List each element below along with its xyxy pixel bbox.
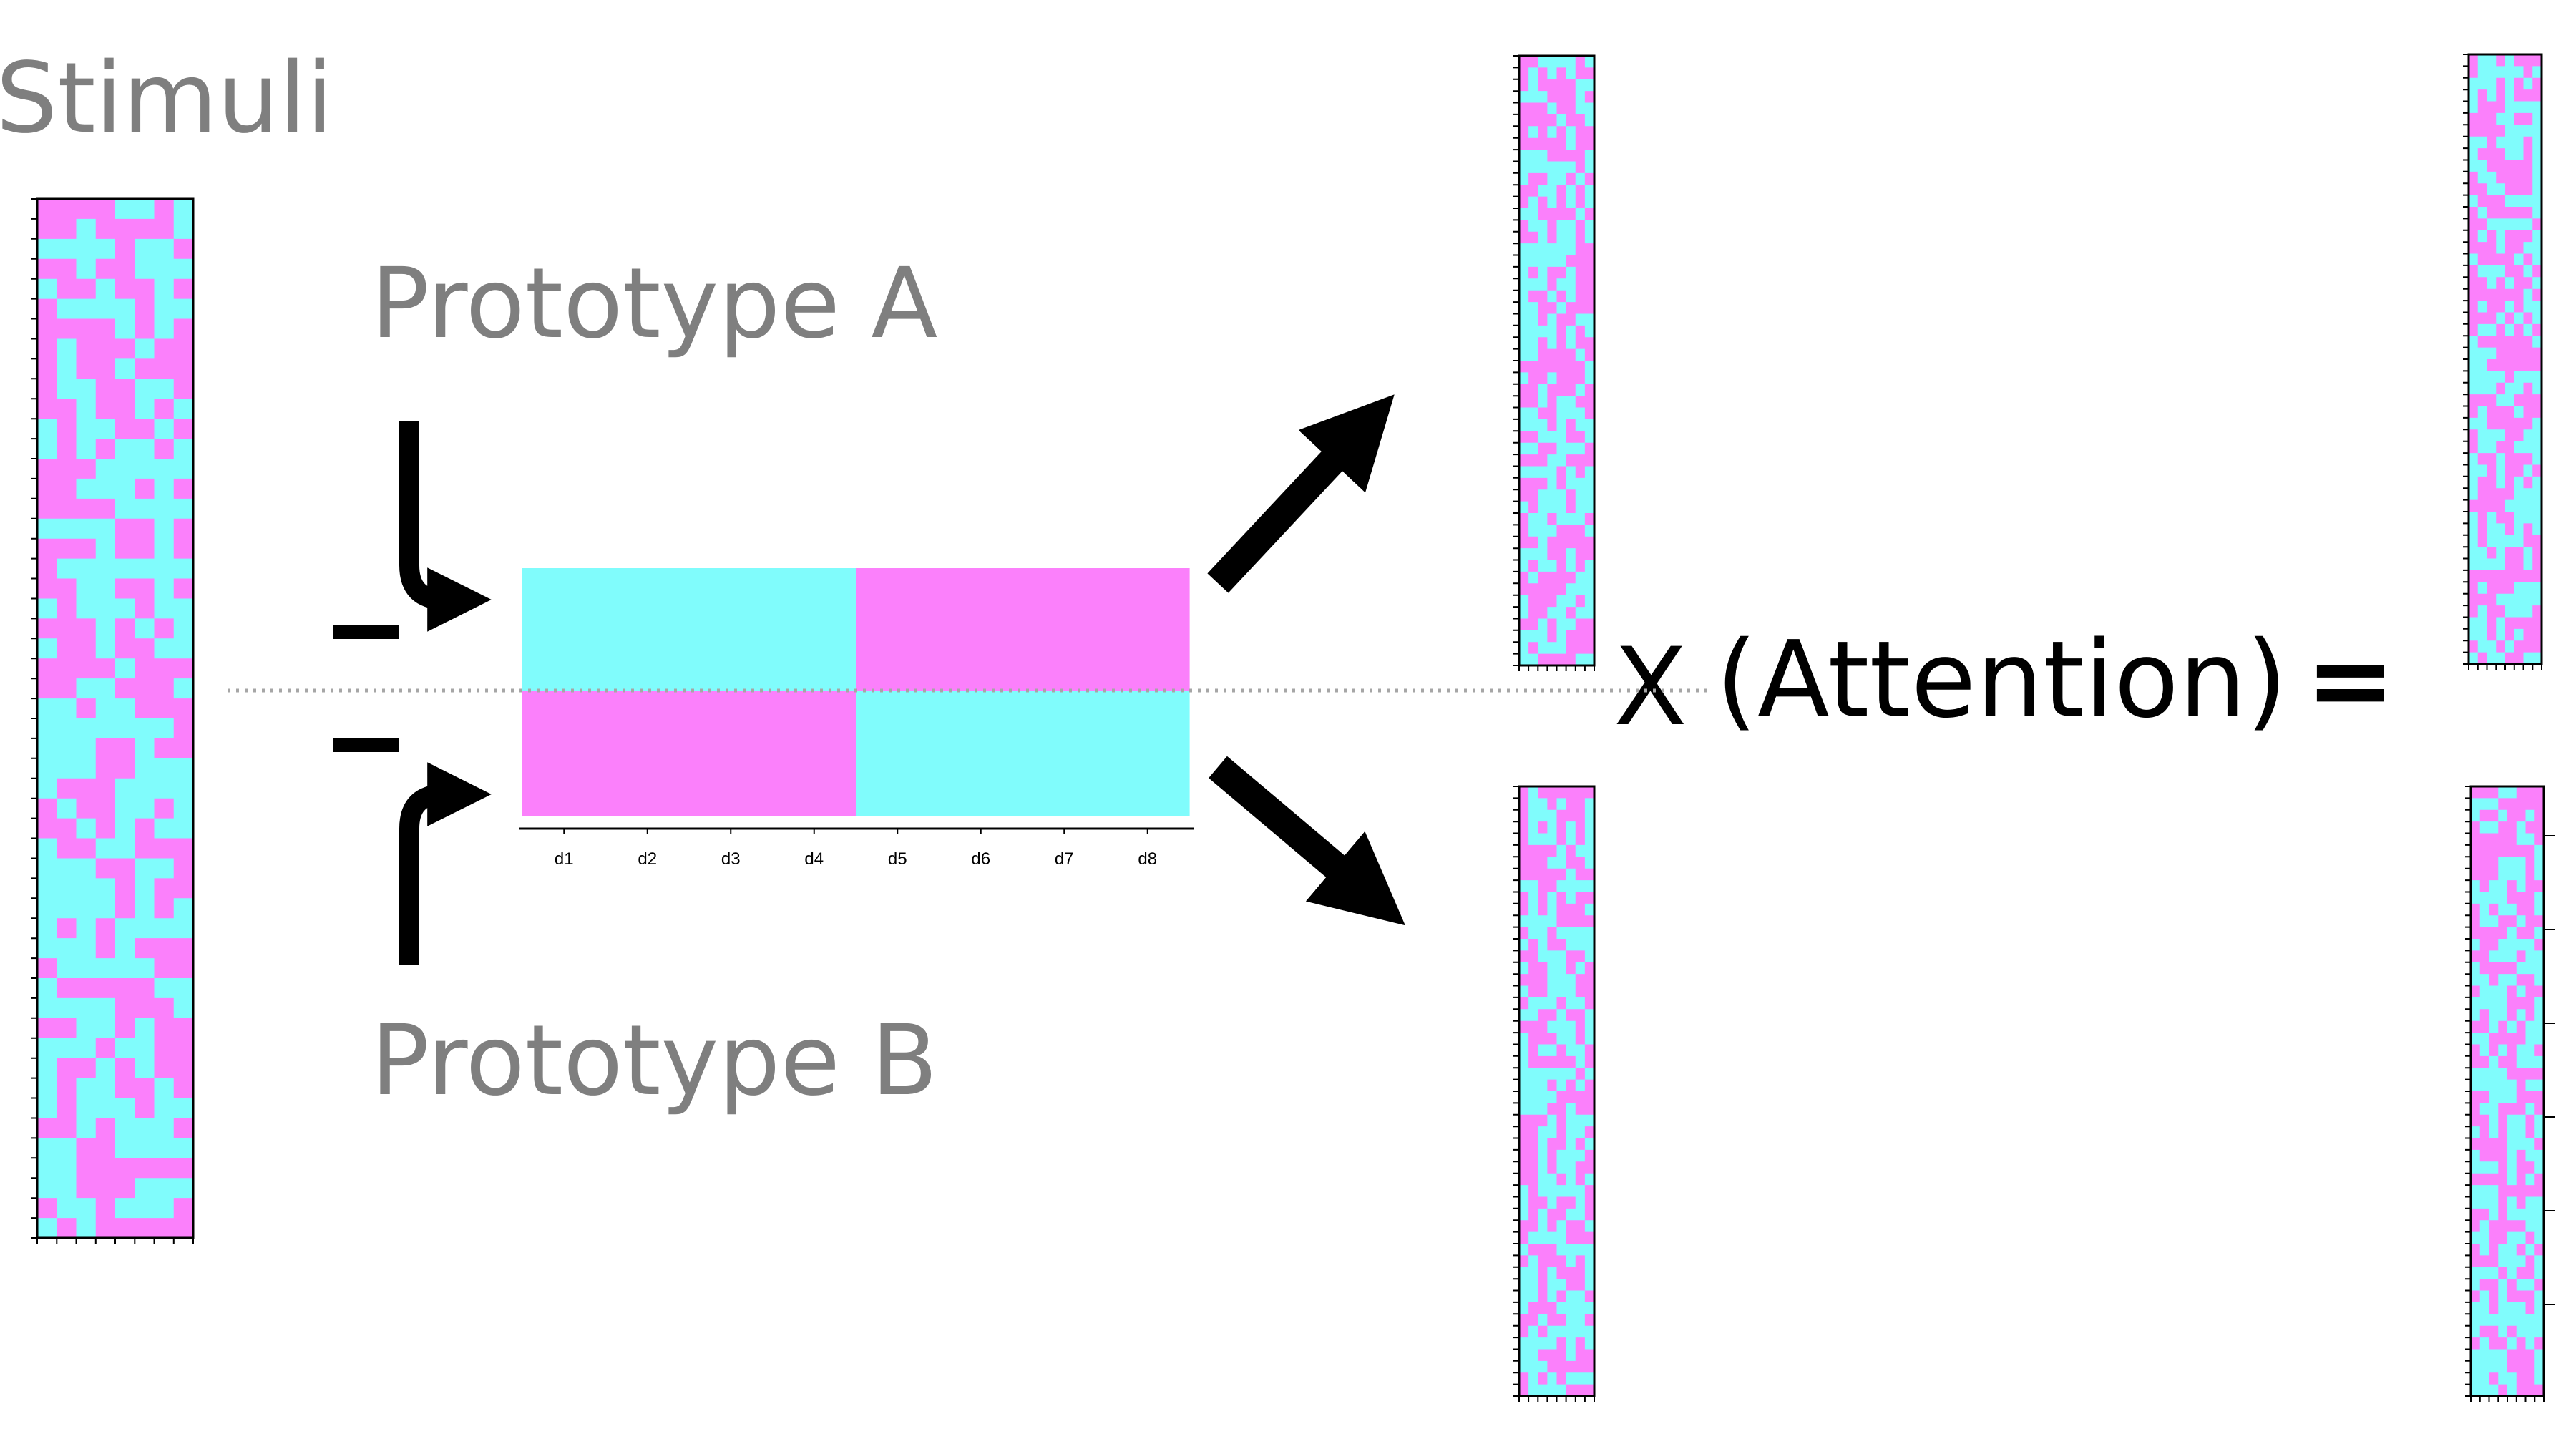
prototype-a-label: Prototype A bbox=[371, 248, 938, 361]
prototype-a-cell-d7 bbox=[1023, 568, 1107, 691]
stimuli-matrix bbox=[31, 197, 195, 1244]
prototype-x-tick-label: d6 bbox=[971, 849, 990, 869]
prototype-b-cell-d3 bbox=[689, 691, 774, 816]
prototype-b-cell-d5 bbox=[856, 691, 940, 816]
attention-label: (Attention) bbox=[1716, 618, 2288, 741]
distance-matrix-b bbox=[1513, 785, 1596, 1402]
equals-symbol: = bbox=[2306, 618, 2396, 743]
prototype-b-cell-d8 bbox=[1106, 691, 1190, 816]
prototype-x-tick-label: d8 bbox=[1138, 849, 1157, 869]
attention-matrix-a bbox=[2463, 53, 2543, 670]
prototype-x-tick-label: d2 bbox=[638, 849, 657, 869]
distance-matrix-a bbox=[1513, 54, 1596, 671]
lower-output-arrow bbox=[1209, 756, 1405, 926]
prototype-b-cell-d6 bbox=[939, 691, 1023, 816]
stimuli-title: Stimuli bbox=[0, 42, 333, 155]
prototype-b-arrow bbox=[399, 762, 492, 965]
prototype-b-cell-d2 bbox=[605, 691, 690, 816]
prototype-a-cell-d6 bbox=[939, 568, 1023, 691]
prototype-b-cell-d7 bbox=[1023, 691, 1107, 816]
prototype-a-cell-d4 bbox=[772, 568, 857, 691]
matrices-layer bbox=[31, 53, 2555, 1402]
attention-matrix-b bbox=[2465, 785, 2555, 1402]
prototype-a-cell-d5 bbox=[856, 568, 940, 691]
prototype-x-tick-label: d3 bbox=[721, 849, 741, 869]
upper-output-arrow bbox=[1207, 394, 1395, 593]
prototype-a-cell-d8 bbox=[1106, 568, 1190, 691]
prototype-x-tick-label: d1 bbox=[555, 849, 574, 869]
prototype-a-cell-d3 bbox=[689, 568, 774, 691]
prototype-x-tick-label: d4 bbox=[804, 849, 824, 869]
prototype-heatmap: d1 d2 d3 d4 d5 d6 d7 d8 bbox=[519, 568, 1194, 869]
prototype-x-tick-label: d5 bbox=[888, 849, 907, 869]
prototype-x-tick-label: d7 bbox=[1055, 849, 1074, 869]
minus-sign-top bbox=[333, 625, 399, 639]
prototype-a-arrow bbox=[399, 421, 492, 632]
prototype-b-label: Prototype B bbox=[371, 1005, 938, 1118]
prototype-b-cell-d4 bbox=[772, 691, 857, 816]
times-symbol: X bbox=[1614, 625, 1687, 750]
prototype-a-cell-d1 bbox=[522, 568, 607, 691]
minus-sign-bottom bbox=[333, 738, 399, 752]
prototype-b-cell-d1 bbox=[522, 691, 607, 816]
prototype-a-cell-d2 bbox=[605, 568, 690, 691]
